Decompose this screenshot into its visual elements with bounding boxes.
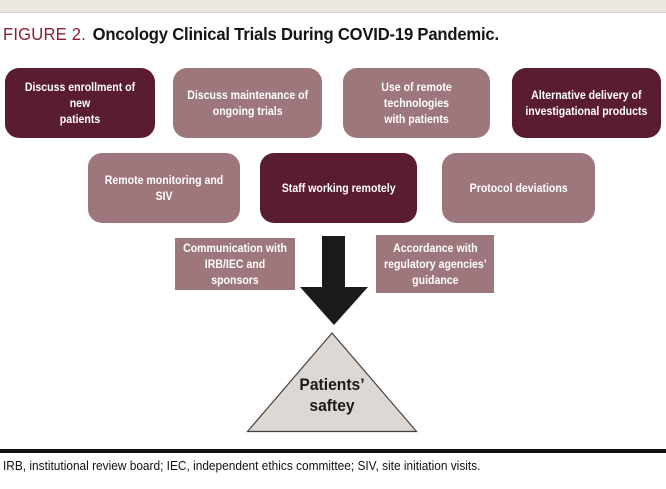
- box-label: Accordance with regulatory agencies’ gui…: [383, 240, 487, 288]
- footnote-divider: [0, 449, 666, 453]
- figure-label: FIGURE 2.: [3, 24, 87, 44]
- patients-safety-triangle: [246, 332, 418, 433]
- footnote-abbreviations: IRB, institutional review board; IEC, in…: [3, 459, 481, 473]
- box-alternative-delivery-investigational-products: Alternative delivery of investigational …: [512, 68, 661, 138]
- box-protocol-deviations: Protocol deviations: [442, 153, 595, 223]
- down-arrow-icon: [322, 236, 345, 288]
- box-label: Discuss enrollment of new patients: [24, 79, 136, 127]
- figure-title: Oncology Clinical Trials During COVID-19…: [92, 24, 499, 44]
- box-discuss-enrollment-new-patients: Discuss enrollment of new patients: [5, 68, 155, 138]
- box-communication-irb-iec-sponsors: Communication with IRB/IEC and sponsors: [175, 238, 295, 290]
- box-label: Remote monitoring and SIV: [104, 172, 224, 203]
- box-label: Discuss maintenance of ongoing trials: [187, 87, 308, 118]
- box-label: Staff working remotely: [281, 180, 396, 195]
- box-remote-technologies-with-patients: Use of remote technologies with patients: [343, 68, 490, 138]
- top-accent-bar: [0, 0, 666, 13]
- figure-header: FIGURE 2.Oncology Clinical Trials During…: [3, 24, 499, 45]
- box-remote-monitoring-siv: Remote monitoring and SIV: [88, 153, 240, 223]
- box-staff-working-remotely: Staff working remotely: [260, 153, 417, 223]
- box-regulatory-agencies-guidance: Accordance with regulatory agencies’ gui…: [376, 235, 494, 293]
- box-label: Use of remote technologies with patients: [381, 79, 452, 127]
- patients-safety-label: Patients’ saftey: [299, 375, 365, 416]
- box-label: Alternative delivery of investigational …: [525, 87, 648, 118]
- down-arrow-head-icon: [300, 287, 368, 325]
- box-discuss-maintenance-ongoing-trials: Discuss maintenance of ongoing trials: [173, 68, 322, 138]
- box-label: Protocol deviations: [469, 180, 568, 195]
- box-label: Communication with IRB/IEC and sponsors: [183, 240, 287, 288]
